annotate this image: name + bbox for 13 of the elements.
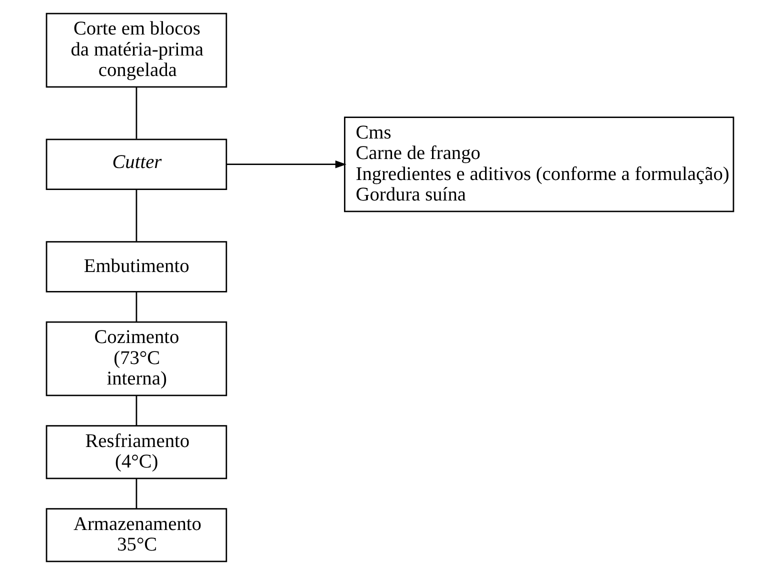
node-box: Cutter <box>45 138 227 190</box>
connector <box>135 395 137 426</box>
node-box: Cozimento (73°C interna) <box>45 321 227 396</box>
connector <box>135 292 137 322</box>
node-box: Armazenamento 35°C <box>45 508 227 562</box>
connector <box>135 189 137 242</box>
connector <box>135 478 137 509</box>
node-box: Resfriamento (4°C) <box>45 425 227 480</box>
node-box: Embutimento <box>45 241 227 292</box>
connector <box>135 87 137 139</box>
node-box: Cms Carne de frango Ingredientes e aditivos (conforme a formulação) Gordura suína <box>344 116 734 212</box>
node-box: Corte em blocos da matéria-prima congelada <box>45 12 227 88</box>
arrow <box>226 160 346 168</box>
